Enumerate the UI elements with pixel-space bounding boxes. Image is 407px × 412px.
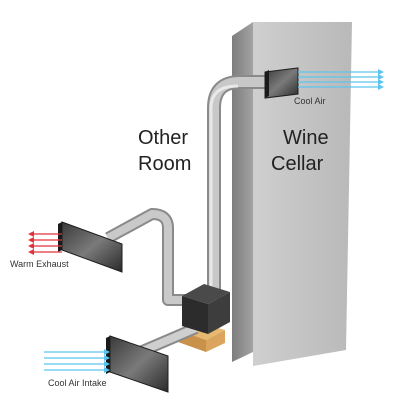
wine-cellar-label-line1: Wine [283,127,329,149]
supply-duct [207,75,270,300]
warm-exhaust-label: Warm Exhaust [10,259,69,269]
cool-air-outlet-arrows [298,69,384,90]
warm-exhaust-grille [58,221,123,273]
wall-front-face [253,22,352,366]
other-room-label-line1: Other [138,127,188,149]
intake-duct [137,322,199,358]
cooling-unit [182,284,230,334]
other-room-label-line2: Room [138,153,191,175]
cool-air-label: Cool Air [294,96,326,106]
cool-air-outlet-grille [264,67,299,99]
wine-cellar-wall [232,22,352,366]
wall-side-face [232,22,253,362]
wine-cellar-label-line2: Cellar [271,153,324,175]
exhaust-duct [105,208,196,306]
cool-air-intake-label: Cool Air Intake [48,378,107,388]
cool-air-intake-arrows [44,349,110,373]
warm-exhaust-arrows [28,231,62,255]
